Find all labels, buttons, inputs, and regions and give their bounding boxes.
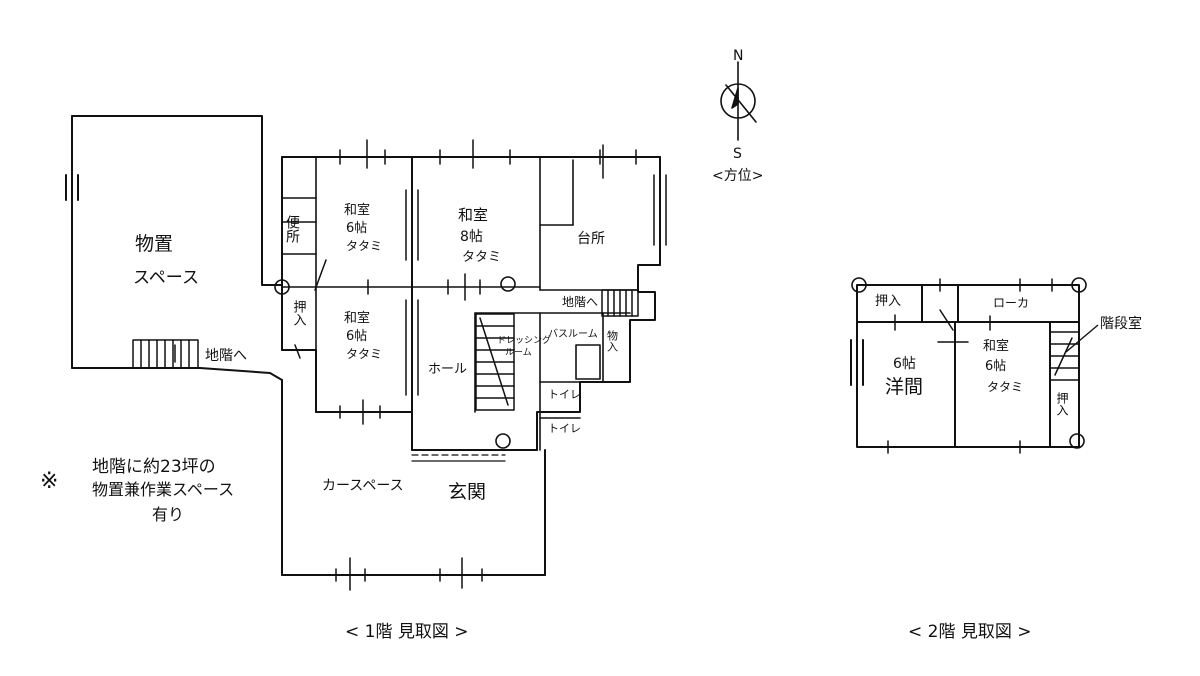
room-left-lower-mat: タタミ bbox=[346, 347, 382, 361]
room-left-upper-name: 和室 bbox=[344, 202, 370, 218]
basement-stair-label: 地階へ bbox=[205, 348, 247, 364]
japanese-room-name: 和室 bbox=[983, 338, 1009, 354]
basement-stair bbox=[132, 339, 199, 369]
room-left-lower-name: 和室 bbox=[344, 310, 370, 326]
floor2-closet-right-label: 押入 bbox=[1055, 392, 1069, 416]
hall-label: ホール bbox=[428, 362, 467, 377]
toilet2-label: トイレ bbox=[548, 422, 581, 435]
note-line2: 物置兼作業スペース bbox=[92, 480, 234, 499]
floor2-outer-walls bbox=[850, 284, 1080, 448]
floor2-window-marks bbox=[887, 278, 1053, 454]
room-left-upper-size: 6帖 bbox=[346, 221, 367, 236]
small-basement-stair bbox=[601, 289, 639, 317]
toilet1-label: トイレ bbox=[548, 388, 581, 401]
storage-label-line1: 物置 bbox=[135, 233, 173, 255]
western-room-size: 6帖 bbox=[893, 356, 916, 372]
note-line3: 有り bbox=[152, 505, 184, 524]
storage-small-label: 物入 bbox=[606, 329, 619, 352]
floor2-caption: < 2階 見取図 > bbox=[908, 622, 1032, 642]
japanese-room-mat: タタミ bbox=[987, 380, 1023, 394]
western-room-name: 洋間 bbox=[885, 376, 923, 398]
dressing-label-line1: ドレッシング bbox=[497, 334, 551, 346]
entrance-label: 玄関 bbox=[448, 481, 486, 503]
stair-room-label: 階段室 bbox=[1100, 315, 1142, 332]
compass-rose bbox=[720, 61, 757, 141]
closet-vertical-label: 押入 bbox=[291, 300, 307, 326]
room-center-upper-size: 8帖 bbox=[460, 229, 483, 245]
note-line1: 地階に約23坪の bbox=[92, 457, 216, 477]
compass-north-label: N bbox=[733, 48, 743, 64]
carport-outline bbox=[281, 379, 546, 576]
hall-stair bbox=[475, 313, 515, 411]
compass-caption: <方位> bbox=[712, 168, 763, 184]
floor1-caption: < 1階 見取図 > bbox=[345, 622, 469, 642]
basement-stair-small-label: 地階へ bbox=[562, 294, 598, 309]
floor2-columns bbox=[851, 277, 1087, 449]
floor2-hallway-label: ローカ bbox=[993, 296, 1029, 310]
room-left-upper-mat: タタミ bbox=[346, 239, 382, 253]
note-mark: ※ bbox=[40, 469, 58, 494]
compass-south-label: S bbox=[733, 146, 742, 162]
floor1-columns bbox=[274, 276, 516, 449]
floor1-interior-walls bbox=[281, 156, 639, 451]
room-center-upper-mat: タタミ bbox=[462, 250, 501, 265]
storage-label-line2: スペース bbox=[133, 268, 199, 288]
japanese-room-size: 6帖 bbox=[985, 359, 1006, 374]
room-left-lower-size: 6帖 bbox=[346, 329, 367, 344]
floor2-closet-label: 押入 bbox=[875, 294, 901, 309]
kitchen-label: 台所 bbox=[577, 231, 605, 247]
floor1-window-marks bbox=[294, 139, 667, 591]
entrance-step bbox=[411, 454, 506, 462]
bathroom-label: バスルーム bbox=[548, 328, 598, 340]
floor2-stair bbox=[1049, 331, 1080, 381]
carport-label: カースペース bbox=[322, 478, 404, 494]
toilet-narrow-label: 便所 bbox=[284, 215, 300, 243]
room-center-upper-name: 和室 bbox=[458, 206, 488, 224]
floor1-outer-walls bbox=[281, 156, 661, 451]
dressing-label-line2: ルーム bbox=[505, 347, 532, 358]
